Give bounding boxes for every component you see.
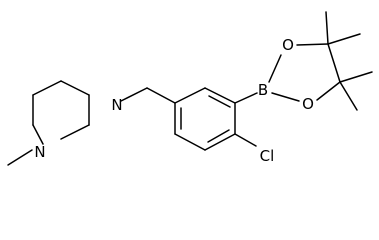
bond-methyl-bottom-1 — [339, 71, 373, 83]
chemical-structure-diagram: N N B O O Cl — [7, 11, 373, 166]
atom-label-nitrogen-benzyl: N — [111, 96, 122, 114]
bond-methyl-bottom-2 — [339, 81, 358, 111]
bond-benzene-5 — [174, 133, 206, 151]
bond-aryl-chlorine — [234, 133, 257, 147]
bond-benzene-double-b — [207, 129, 230, 143]
bond-benzene-double-a — [208, 95, 231, 108]
atom-labels: N N B O O Cl — [34, 36, 314, 165]
bond-ring-upper-left-n — [32, 80, 62, 96]
bond-c-bottom-o-bottom — [316, 81, 341, 101]
bond-ring-n-upper-right — [60, 80, 90, 96]
bond-boron-o-top — [268, 54, 282, 83]
bond-n-ch2 — [120, 87, 148, 102]
atom-label-boron: B — [258, 81, 268, 99]
atom-label-chlorine: Cl — [260, 147, 275, 165]
bond-methyl-top-2 — [327, 33, 361, 45]
bond-ch2-aryl — [146, 87, 176, 104]
bond-aryl-boron — [234, 92, 258, 104]
bond-methyl-n — [7, 149, 33, 166]
atom-label-oxygen-bottom: O — [302, 95, 314, 113]
bond-boron-o-bottom — [271, 92, 300, 102]
atom-label-nitrogen-methyl: N — [34, 143, 45, 161]
bond-methyl-top-1 — [325, 11, 329, 45]
bonds — [7, 11, 373, 166]
bond-benzene-2 — [204, 87, 236, 104]
bond-ring-n-lower-left — [32, 124, 44, 145]
bond-ring-lower-right-n — [60, 124, 90, 140]
bond-o-top-c-top — [296, 43, 329, 46]
bond-c-top-c-bottom — [327, 43, 341, 83]
bond-benzene-1 — [174, 87, 206, 104]
atom-label-oxygen-top: O — [282, 36, 294, 54]
bond-benzene-4 — [204, 133, 236, 151]
